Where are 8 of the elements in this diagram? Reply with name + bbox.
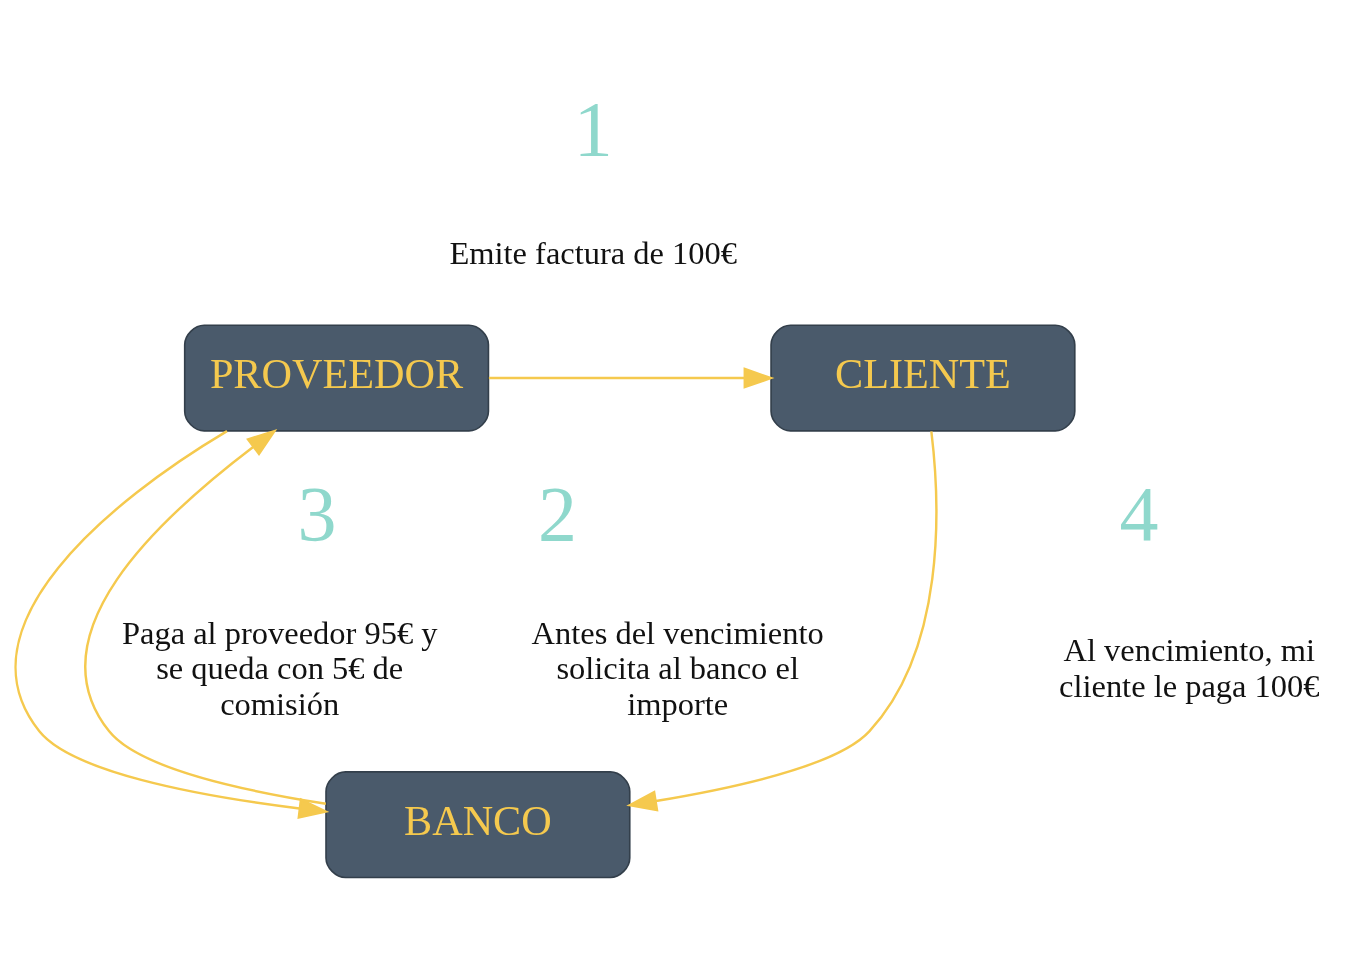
label: Al vencimiento, mi cliente le paga 100€ — [1059, 632, 1320, 705]
label: 3 — [297, 471, 337, 558]
label: Emite factura de 100€ — [449, 234, 737, 271]
label: 2 — [537, 471, 577, 558]
label: Paga al proveedor 95€ y se queda con 5€ de comisión — [121, 614, 438, 723]
label: 1 — [573, 86, 613, 173]
label: 4 — [1119, 471, 1159, 558]
label: Antes del vencimiento solicita al banco el importe — [531, 614, 824, 723]
